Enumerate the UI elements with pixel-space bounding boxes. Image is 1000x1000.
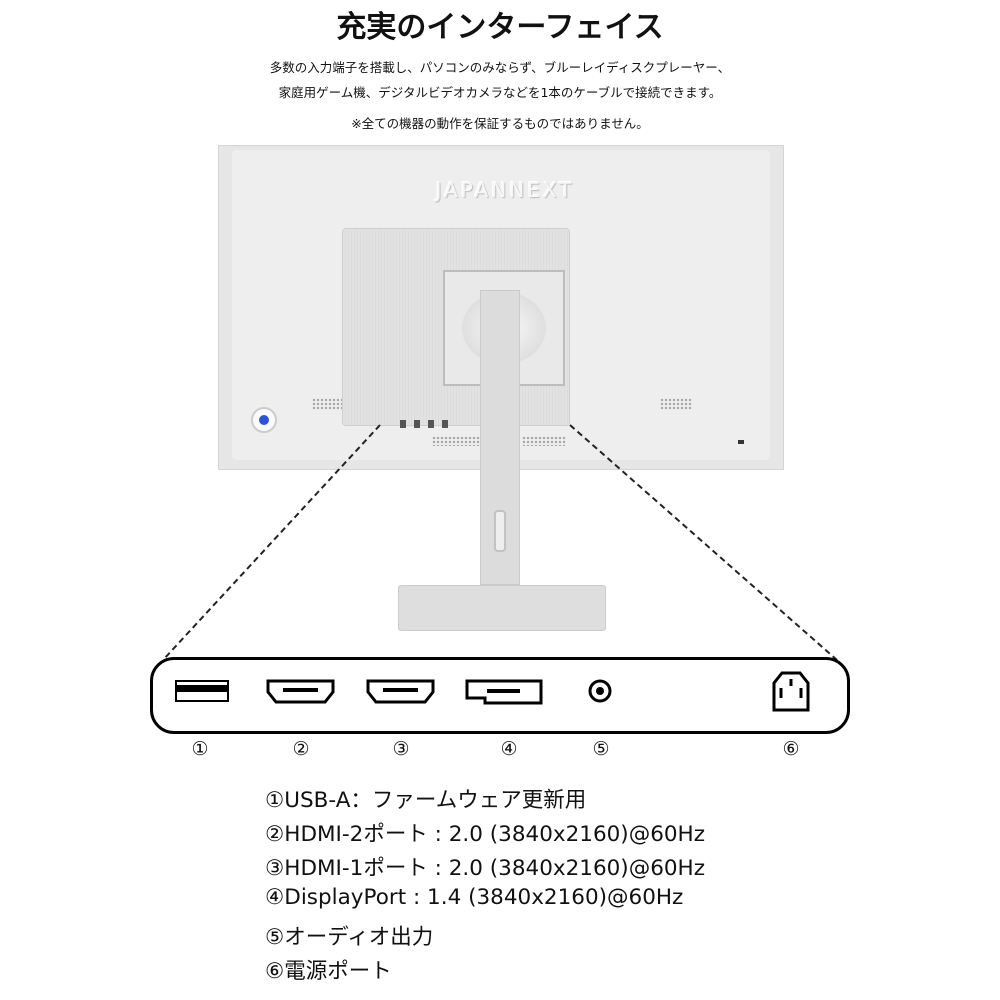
spec-power: ⑥電源ポート	[265, 959, 392, 984]
usb-a-port-icon	[175, 680, 229, 702]
spec-usb-a: ①USB-A：ファームウェア更新用	[265, 788, 587, 813]
spec-hdmi-2: ②HDMI-2ポート : 2.0 (3840x2160)@60Hz	[265, 822, 706, 847]
vent-left	[312, 398, 342, 410]
page-title: 充実のインターフェイス	[336, 10, 664, 45]
bottom-vent-left	[432, 436, 480, 446]
port-number-2: ②	[292, 738, 310, 760]
spec-hdmi-1: ③HDMI-1ポート : 2.0 (3840x2160)@60Hz	[265, 856, 706, 881]
callout-line-left	[162, 424, 381, 661]
port-panel	[150, 657, 850, 734]
power-button-icon	[251, 407, 277, 433]
port-number-3: ③	[392, 738, 410, 760]
brand-logo: JAPANNEXT	[435, 178, 575, 202]
port-row	[400, 420, 450, 428]
displayport-icon	[465, 679, 543, 705]
bottom-vent-right	[522, 436, 566, 446]
description-line-2: 家庭用ゲーム機、デジタルビデオカメラなどを1本のケーブルで接続できます。	[278, 85, 722, 100]
hdmi-port-icon	[266, 679, 335, 704]
port-number-4: ④	[500, 738, 518, 760]
audio-jack-icon	[588, 679, 612, 703]
vent-right	[660, 398, 692, 410]
description-line-1: 多数の入力端子を搭載し、パソコンのみならず、ブルーレイディスクプレーヤー、	[269, 60, 731, 75]
disclaimer-note: ※全ての機器の動作を保証するものではありません。	[351, 116, 649, 131]
spec-displayport: ④DisplayPort : 1.4 (3840x2160)@60Hz	[265, 885, 684, 910]
spec-audio-out: ⑤オーディオ出力	[265, 925, 434, 950]
power-inlet-icon	[772, 671, 810, 712]
port-number-6: ⑥	[782, 738, 800, 760]
hdmi-port-icon	[366, 679, 435, 704]
port-number-5: ⑤	[592, 738, 610, 760]
cable-slot	[494, 510, 506, 552]
stand-base	[398, 585, 606, 631]
lock-slot	[738, 440, 744, 444]
port-number-1: ①	[191, 738, 209, 760]
